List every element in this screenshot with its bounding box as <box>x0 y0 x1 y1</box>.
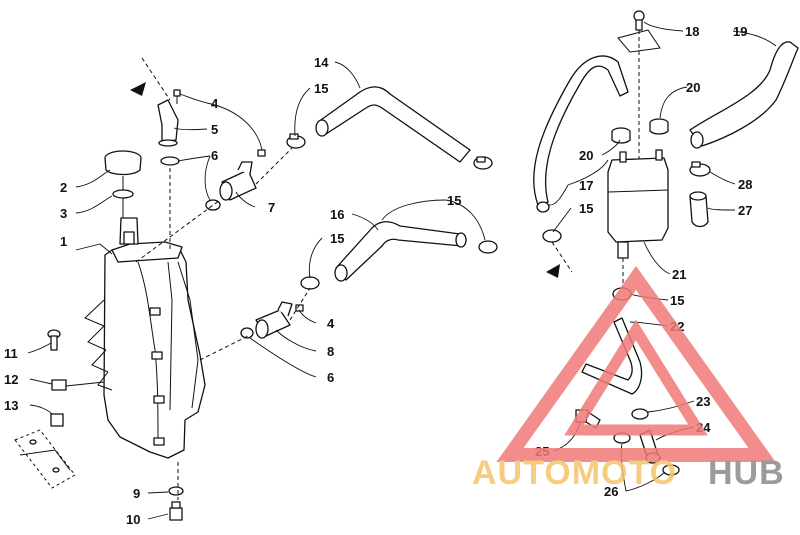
callout-19: 19 <box>733 24 747 39</box>
fitting-27 <box>689 191 709 228</box>
callout-13: 13 <box>4 398 18 413</box>
flow-arrow-right <box>546 264 560 278</box>
bolt-18 <box>617 10 661 160</box>
callout-7: 7 <box>268 200 275 215</box>
watermark-triangle <box>496 265 776 462</box>
oil-tank <box>84 217 206 459</box>
automotohub-watermark: AUTOMOTO HUB <box>472 265 785 492</box>
watermark-text-hub: HUB <box>708 454 785 492</box>
callout-15-e: 15 <box>670 293 684 308</box>
clamp-15c <box>300 276 320 290</box>
callout-9: 9 <box>133 486 140 501</box>
callout-15-a: 15 <box>314 81 328 96</box>
callout-12: 12 <box>4 372 18 387</box>
reservoir-21 <box>607 149 669 290</box>
callout-1: 1 <box>60 234 67 249</box>
oring-6a <box>160 156 180 166</box>
callout-6-upper: 6 <box>211 148 218 163</box>
callout-2: 2 <box>60 180 67 195</box>
callout-10: 10 <box>126 512 140 527</box>
watermark-text-automoto: AUTOMOTO <box>472 454 677 492</box>
filler-oring <box>112 189 134 199</box>
callout-15-d: 15 <box>579 201 593 216</box>
callout-23: 23 <box>696 394 710 409</box>
callout-labels: 1 2 3 4 4 5 6 6 7 8 9 10 11 12 13 14 15 … <box>4 24 752 527</box>
flow-arrow-left <box>130 82 146 96</box>
callout-11: 11 <box>4 346 18 361</box>
washer-9 <box>168 486 184 496</box>
callout-20-a: 20 <box>686 80 700 95</box>
callout-15-c: 15 <box>330 231 344 246</box>
callout-17: 17 <box>579 178 593 193</box>
clip-12 <box>51 379 67 391</box>
callout-15-b: 15 <box>447 193 461 208</box>
grommet-20a <box>611 127 631 144</box>
hose-14 <box>315 86 471 163</box>
callout-27: 27 <box>738 203 752 218</box>
callout-5: 5 <box>211 122 218 137</box>
callout-26: 26 <box>604 484 618 499</box>
grommet-23 <box>631 408 649 420</box>
clamp-15a <box>286 133 306 149</box>
callout-16: 16 <box>330 207 344 222</box>
oring-6c <box>240 327 254 339</box>
callout-8: 8 <box>327 344 334 359</box>
drain-plug-10 <box>169 501 183 521</box>
callout-4-upper: 4 <box>211 96 219 111</box>
callout-21: 21 <box>672 267 686 282</box>
callout-18: 18 <box>685 24 699 39</box>
callout-6-lower: 6 <box>327 370 334 385</box>
clamp-15b <box>473 156 493 170</box>
washer-26b <box>662 464 680 476</box>
tank-mount-bracket <box>14 429 76 489</box>
hose-19 <box>689 41 799 149</box>
clamp-15e <box>542 229 562 243</box>
callout-3: 3 <box>60 206 67 221</box>
watermark-inner-triangle <box>564 319 708 436</box>
callout-14: 14 <box>314 55 329 70</box>
bolt-11 <box>47 329 61 351</box>
hose-17 <box>533 55 629 213</box>
grommet-20b <box>649 118 669 135</box>
callout-4-lower: 4 <box>327 316 335 331</box>
callout-28: 28 <box>738 177 752 192</box>
fitting-7 <box>219 161 257 201</box>
nut-13 <box>50 413 64 427</box>
screw-4a <box>173 89 181 104</box>
screw-4b <box>257 149 266 157</box>
hose-16 <box>334 221 467 282</box>
callout-20-b: 20 <box>579 148 593 163</box>
clamp-28 <box>689 161 711 177</box>
assembly-line-right <box>551 241 573 273</box>
fitting-8 <box>255 301 293 339</box>
filler-cap <box>104 150 142 218</box>
clamp-15d <box>478 240 498 254</box>
assembly-lines-left <box>135 57 311 500</box>
elbow-fitting <box>157 99 179 147</box>
